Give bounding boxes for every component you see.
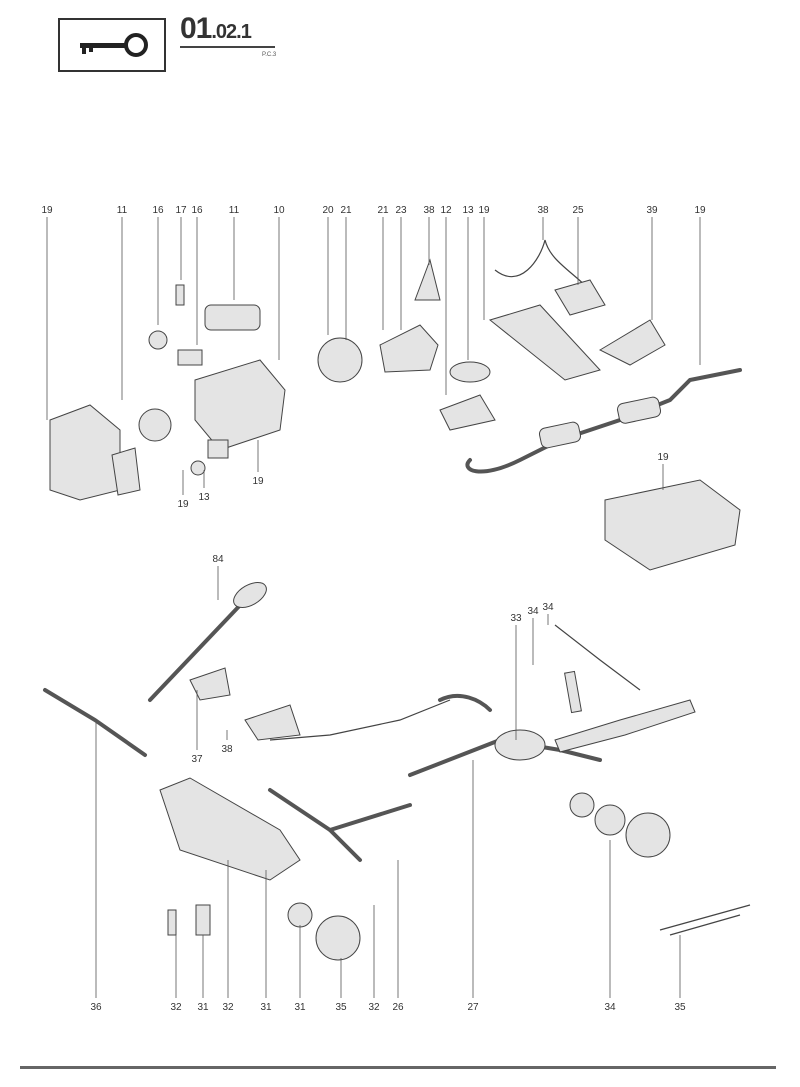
callout-label: 38 xyxy=(423,205,435,216)
sensor xyxy=(175,284,185,306)
callout-label: 36 xyxy=(90,1002,102,1013)
code-underline xyxy=(180,46,275,48)
relay-unit xyxy=(554,279,606,316)
callout-label: 35 xyxy=(674,1002,686,1013)
hub xyxy=(287,902,313,928)
callout-label: 26 xyxy=(392,1002,404,1013)
callout-label: 34 xyxy=(604,1002,616,1013)
callout-label: 17 xyxy=(175,205,187,216)
front-subframe xyxy=(159,777,301,881)
callout-label: 39 xyxy=(646,205,658,216)
footer-rule xyxy=(20,1066,776,1069)
rocker-cover xyxy=(204,304,261,331)
exhaust-pipe xyxy=(465,368,742,474)
callout-label: 19 xyxy=(657,452,669,463)
thermostat xyxy=(148,330,168,350)
clutch xyxy=(317,337,363,383)
floor-tunnel xyxy=(488,304,601,381)
callout-label: 20 xyxy=(322,205,334,216)
propshaft xyxy=(438,693,492,712)
gearbox xyxy=(379,324,439,373)
water-pump xyxy=(177,349,203,366)
transfer-unit xyxy=(439,394,496,431)
key-symbol-box xyxy=(58,18,166,72)
section-code: 01.02.1 xyxy=(180,12,252,45)
callout-label: 38 xyxy=(537,205,549,216)
callout-labels: 19 11 16 17 16 11 10 20 21 21 23 38 12 13 19 38 25 39 19 19… xyxy=(41,205,706,1013)
brake-plate xyxy=(594,804,626,836)
gear-lever-boot xyxy=(414,258,441,301)
coil-spring xyxy=(195,904,211,936)
callout-label: 25 xyxy=(572,205,584,216)
leaf-spring xyxy=(554,699,696,753)
jack xyxy=(659,904,751,931)
fuel-tank xyxy=(604,479,741,571)
wheel-rear xyxy=(625,812,671,858)
callout-label: 32 xyxy=(222,1002,234,1013)
callout-label: 21 xyxy=(377,205,389,216)
pedal-box xyxy=(189,667,231,701)
callout-label: 16 xyxy=(152,205,164,216)
key-icon xyxy=(80,33,148,57)
callout-label: 19 xyxy=(177,499,189,510)
callout-label: 16 xyxy=(191,205,203,216)
heat-shield xyxy=(598,319,666,366)
parts-drawing xyxy=(43,239,751,961)
callout-label: 11 xyxy=(229,205,240,216)
handbrake xyxy=(244,704,301,741)
jack-handle xyxy=(669,914,741,936)
callout-label: 33 xyxy=(510,613,522,624)
expansion-tank xyxy=(111,447,141,496)
wiring-harness xyxy=(494,239,591,291)
callout-label: 34 xyxy=(527,606,539,617)
callout-label: 21 xyxy=(340,205,352,216)
callout-label: 23 xyxy=(395,205,407,216)
fan xyxy=(138,408,172,442)
brake-pipe xyxy=(554,624,641,691)
callout-label: 13 xyxy=(198,492,210,503)
callout-label: 10 xyxy=(273,205,285,216)
brake-drum xyxy=(569,792,595,818)
differential xyxy=(494,729,546,761)
radiator xyxy=(49,404,121,501)
callout-label: 38 xyxy=(221,744,233,755)
steering-column xyxy=(148,598,247,702)
mount-small xyxy=(190,460,206,476)
silencer-rear xyxy=(617,396,662,424)
callout-label: 35 xyxy=(335,1002,347,1013)
shock-absorber xyxy=(167,909,177,936)
callout-label: 19 xyxy=(41,205,53,216)
callout-label: 32 xyxy=(170,1002,182,1013)
callout-label: 37 xyxy=(191,754,203,765)
callout-label: 32 xyxy=(368,1002,380,1013)
callout-label: 13 xyxy=(462,205,474,216)
silencer-front xyxy=(538,421,582,449)
callout-label: 27 xyxy=(467,1002,479,1013)
callout-label: 19 xyxy=(252,476,264,487)
callout-label: 34 xyxy=(542,602,554,613)
callout-label: 11 xyxy=(117,205,128,216)
page-reference: P.C.3 xyxy=(262,52,277,58)
callout-label: 19 xyxy=(478,205,490,216)
drive-shaft-2 xyxy=(328,803,412,832)
brake-cable xyxy=(269,699,451,741)
callout-label: 31 xyxy=(260,1002,272,1013)
steering-wheel xyxy=(233,582,267,608)
steering-rack xyxy=(43,688,147,757)
callout-label: 31 xyxy=(294,1002,306,1013)
rear-shock xyxy=(564,670,582,714)
wheel-front xyxy=(315,915,361,961)
mount xyxy=(207,439,229,459)
callout-label: 19 xyxy=(694,205,706,216)
engine xyxy=(194,359,286,451)
callout-label: 31 xyxy=(197,1002,209,1013)
flywheel xyxy=(449,361,491,383)
callout-label: 84 xyxy=(212,554,224,565)
callout-label: 12 xyxy=(440,205,452,216)
